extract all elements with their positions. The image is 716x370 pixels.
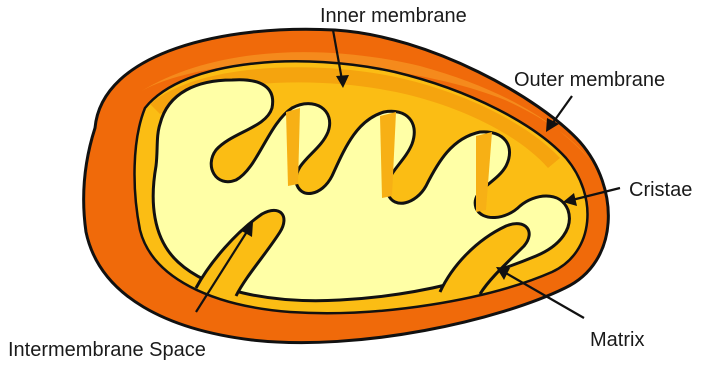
label-cristae: Cristae: [629, 179, 692, 201]
label-matrix: Matrix: [590, 329, 644, 351]
label-intermembrane-space: Intermembrane Space: [8, 339, 206, 361]
crista-shade-1: [286, 108, 300, 186]
label-inner-membrane: Inner membrane: [320, 5, 467, 27]
label-outer-membrane: Outer membrane: [514, 69, 665, 91]
